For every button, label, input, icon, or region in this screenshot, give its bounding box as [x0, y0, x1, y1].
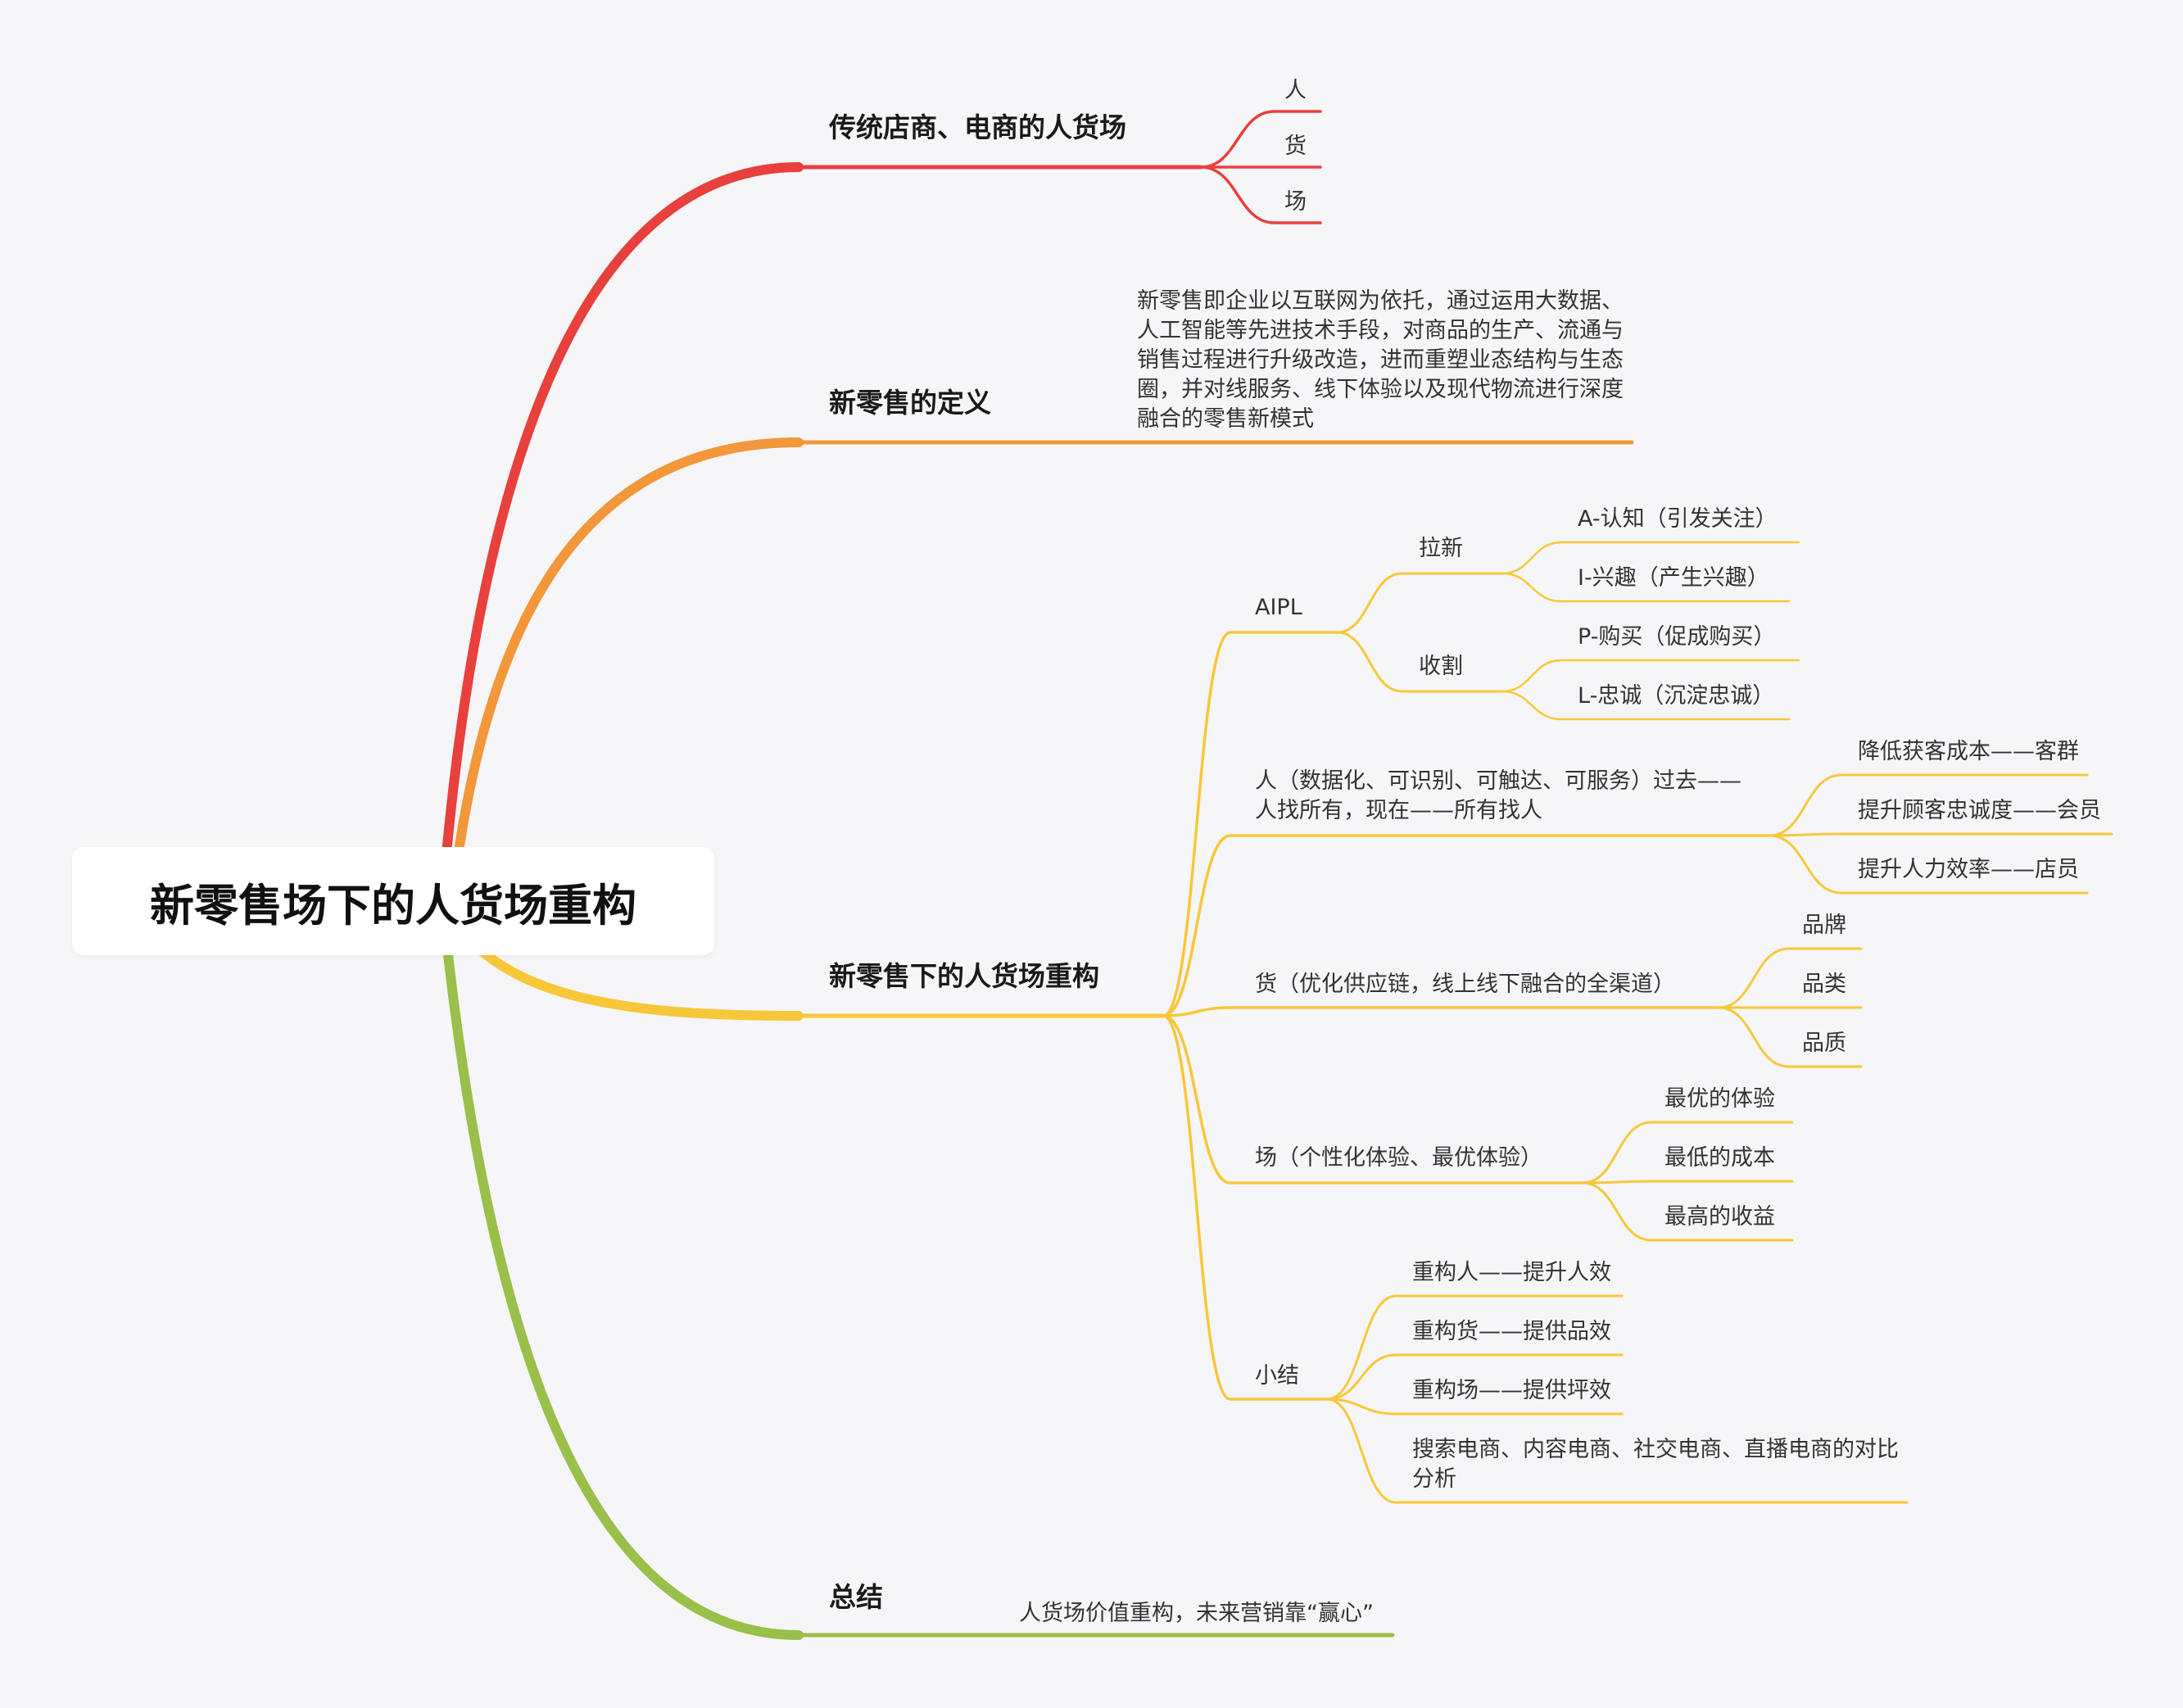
b1-item-place[interactable]: 场 — [1284, 189, 1307, 215]
chang-item-3[interactable]: 最高的收益 — [1664, 1204, 1775, 1230]
b1-item-goods[interactable]: 货 — [1284, 134, 1307, 159]
laxin-node[interactable]: 拉新 — [1419, 536, 1463, 561]
connector-22 — [1581, 1181, 1794, 1242]
b1-item-person[interactable]: 人 — [1284, 78, 1307, 103]
aipl-node[interactable]: AIPL — [1255, 595, 1302, 620]
root-topic[interactable]: 新零售场下的人货场重构 — [72, 847, 714, 955]
branch-traditional-title[interactable]: 传统店商、电商的人货场 — [829, 111, 1126, 143]
chang-item-1[interactable]: 最优的体验 — [1664, 1086, 1775, 1112]
shouge-node[interactable]: 收割 — [1419, 654, 1463, 679]
summary-node[interactable]: 小结 — [1255, 1363, 1299, 1389]
connector-24 — [1325, 1353, 1624, 1401]
connector-14 — [1768, 773, 2089, 837]
branch-conclusion-title[interactable]: 总结 — [829, 1581, 883, 1613]
connector-12 — [1501, 659, 1800, 693]
connector-2 — [1199, 165, 1322, 224]
conclusion-text[interactable]: 人货场价值重构，未来营销靠“赢心” — [1019, 1601, 1374, 1626]
huo-node[interactable]: 货（优化供应链，线上线下融合的全渠道） — [1255, 972, 1675, 997]
branch-line-green — [437, 896, 804, 1640]
connector-7 — [1162, 1014, 1329, 1401]
connector-13 — [1501, 690, 1791, 721]
huo-item-quality[interactable]: 品质 — [1802, 1031, 1846, 1056]
connector-6 — [1162, 1014, 1584, 1185]
connector-0 — [1199, 110, 1322, 169]
connector-3 — [1162, 631, 1338, 1017]
aipl-a-item[interactable]: A-认知（引发关注） — [1578, 506, 1778, 532]
chang-node[interactable]: 场（个性化体验、最优体验） — [1255, 1145, 1542, 1171]
definition-text[interactable]: 新零售即企业以互联网为依托，通过运用大数据、人工智能等先进技术手段，对商品的生产… — [1137, 288, 1624, 432]
summary-item-4[interactable]: 搜索电商、内容电商、社交电商、直播电商的对比分析 — [1412, 1437, 1899, 1492]
branch-line-red — [437, 162, 804, 906]
ren-item-1[interactable]: 降低获客成本——客群 — [1858, 739, 2079, 764]
connector-16 — [1768, 834, 2089, 895]
connector-9 — [1335, 631, 1504, 693]
connector-8 — [1335, 572, 1504, 634]
aipl-p-item[interactable]: P-购买（促成购买） — [1578, 624, 1776, 650]
summary-item-2[interactable]: 重构货——提供品效 — [1412, 1319, 1611, 1344]
connector-25 — [1325, 1398, 1624, 1416]
connector-23 — [1325, 1294, 1624, 1401]
summary-item-3[interactable]: 重构场——提供坪效 — [1412, 1378, 1611, 1403]
ren-item-3[interactable]: 提升人力效率——店员 — [1858, 857, 2079, 882]
branch-line-orange — [447, 437, 804, 906]
huo-item-category[interactable]: 品类 — [1802, 972, 1846, 997]
connector-26 — [1325, 1398, 1909, 1504]
branch-definition-title[interactable]: 新零售的定义 — [829, 387, 991, 419]
connector-15 — [1768, 832, 2113, 837]
aipl-i-item[interactable]: I-兴趣（产生兴趣） — [1578, 565, 1769, 591]
huo-item-brand[interactable]: 品牌 — [1802, 913, 1846, 938]
connector-21 — [1581, 1180, 1794, 1185]
summary-item-1[interactable]: 重构人——提升人效 — [1412, 1260, 1611, 1285]
connector-10 — [1501, 541, 1800, 575]
connector-4 — [1162, 834, 1771, 1017]
chang-item-2[interactable]: 最低的成本 — [1664, 1145, 1775, 1171]
branch-restructure-title[interactable]: 新零售下的人货场重构 — [829, 960, 1099, 992]
ren-item-2[interactable]: 提升顾客忠诚度——会员 — [1858, 798, 2101, 823]
connector-5 — [1162, 1006, 1720, 1017]
connector-17 — [1717, 947, 1863, 1009]
connector-11 — [1501, 572, 1791, 603]
connector-19 — [1717, 1006, 1863, 1068]
connector-20 — [1581, 1121, 1794, 1185]
aipl-l-item[interactable]: L-忠诚（沉淀忠诚） — [1578, 683, 1775, 709]
ren-node[interactable]: 人（数据化、可识别、可触达、可服务）过去——人找所有，现在——所有找人 — [1255, 768, 1741, 823]
